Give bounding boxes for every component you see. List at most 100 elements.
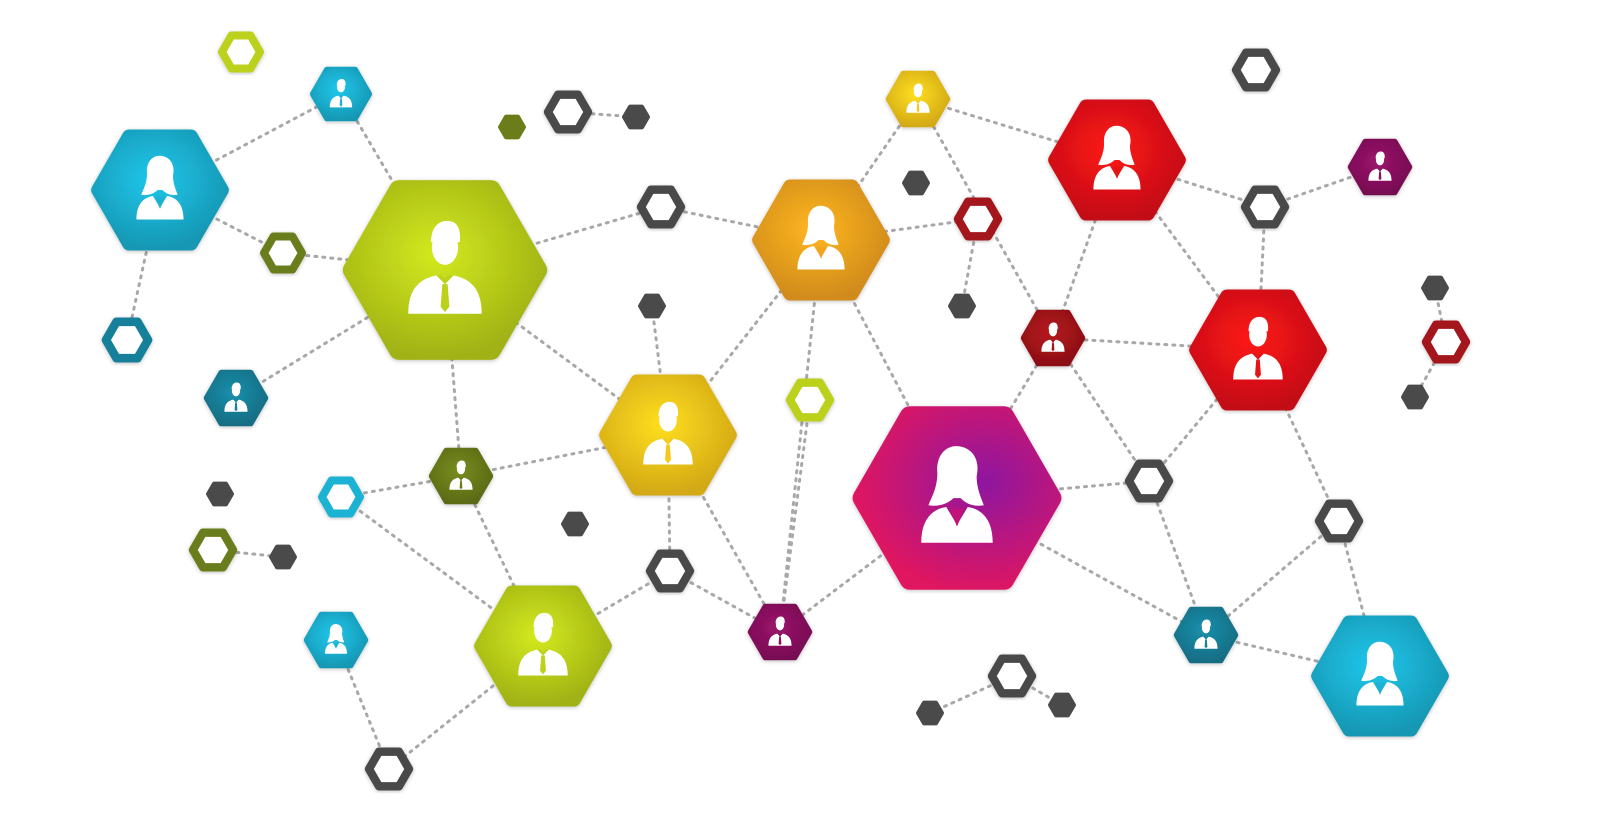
dot-hexagon	[561, 511, 589, 537]
teal-ring-left-node	[101, 317, 153, 363]
gray-dot-mid-node	[638, 293, 666, 319]
dot-hexagon	[1048, 692, 1076, 718]
dot-hexagon	[1401, 384, 1429, 410]
man-icon	[329, 79, 353, 108]
connection-line	[1337, 519, 1382, 678]
lime-ring-center-node	[785, 378, 835, 422]
yellow-man-center-node	[599, 374, 737, 496]
connection-line	[1204, 633, 1382, 678]
dot-hexagon	[916, 700, 944, 726]
ring-hexagon	[645, 549, 695, 593]
gray-ring-top-node	[543, 90, 593, 134]
cyan-woman-left-node	[91, 129, 229, 251]
olive-dot-top-node	[498, 114, 526, 140]
gray-ring-center-low-node	[645, 549, 695, 593]
woman-icon	[136, 155, 184, 220]
person-hexagon	[203, 369, 269, 427]
ring-hexagon	[318, 476, 364, 518]
cyan-woman-low-node	[303, 611, 369, 669]
woman-icon	[1356, 641, 1404, 706]
ring-hexagon	[364, 747, 414, 791]
gray-ring-bottom-2-node	[987, 654, 1037, 698]
cyan-ring-mid-node	[318, 476, 364, 518]
ring-hexagon	[1314, 499, 1364, 543]
connection-line	[443, 205, 663, 272]
gray-ring-top-right-node	[1231, 48, 1281, 92]
gray-dot-bottom-3-node	[1048, 692, 1076, 718]
man-icon	[906, 83, 930, 113]
ring-hexagon	[1421, 320, 1471, 364]
teal-man-left-node	[203, 369, 269, 427]
man-icon	[518, 612, 568, 676]
purple-man-right-node	[1347, 138, 1413, 196]
red-man-node	[1189, 289, 1327, 411]
darkred-man-node	[1020, 309, 1086, 367]
man-icon	[449, 460, 473, 490]
ring-hexagon	[1231, 48, 1281, 92]
gray-dot-left-low-node	[269, 544, 297, 570]
person-hexagon	[474, 585, 612, 707]
orange-woman-node	[752, 179, 890, 301]
olive-ring-low-node	[188, 528, 238, 572]
dot-hexagon	[948, 293, 976, 319]
lime-man-big-node	[342, 180, 548, 360]
man-icon	[768, 616, 792, 646]
dot-hexagon	[902, 170, 930, 196]
person-hexagon	[885, 70, 951, 128]
dot-hexagon	[498, 114, 526, 140]
gray-ring-right-node	[1240, 185, 1290, 229]
man-icon	[1368, 151, 1392, 181]
olive-ring-left-node	[260, 232, 306, 274]
woman-icon	[921, 446, 993, 543]
person-hexagon	[1020, 309, 1086, 367]
red-woman-node	[1048, 99, 1186, 221]
gray-ring-right-mid-node	[1124, 459, 1174, 503]
ring-hexagon	[218, 31, 264, 73]
darkred-ring-right-node	[1421, 320, 1471, 364]
gray-dot-far-right-node	[1401, 384, 1429, 410]
man-icon	[643, 401, 693, 465]
man-icon	[224, 382, 248, 412]
ring-hexagon	[188, 528, 238, 572]
ring-hexagon	[1124, 459, 1174, 503]
person-hexagon	[309, 66, 373, 122]
gray-dot-top-node	[622, 104, 650, 130]
teal-man-right-low-node	[1173, 606, 1239, 664]
gray-dot-center-node	[948, 293, 976, 319]
dot-hexagon	[622, 104, 650, 130]
gray-dot-center-top-node	[902, 170, 930, 196]
person-hexagon	[599, 374, 737, 496]
connection-line	[459, 474, 545, 648]
cyan-man-top-node	[309, 66, 373, 122]
dot-hexagon	[1421, 275, 1449, 301]
connection-line	[778, 496, 959, 634]
network-nodes	[91, 31, 1471, 791]
dot-hexagon	[206, 481, 234, 507]
man-icon	[1194, 619, 1218, 649]
person-hexagon	[1347, 138, 1413, 196]
ring-hexagon	[636, 185, 686, 229]
ring-hexagon	[1240, 185, 1290, 229]
person-hexagon	[428, 447, 494, 505]
man-icon	[1041, 322, 1065, 352]
connection-line	[916, 97, 1119, 162]
connection-line	[778, 238, 823, 634]
connection-line	[1204, 519, 1341, 637]
person-hexagon	[342, 180, 548, 360]
magenta-woman-big-node	[852, 406, 1062, 590]
woman-icon	[797, 205, 845, 270]
cyan-woman-right-node	[1311, 615, 1449, 737]
ring-hexagon	[101, 317, 153, 363]
gray-dot-left-node	[206, 481, 234, 507]
gray-dot-far-right-top-node	[1421, 275, 1449, 301]
yellow-man-top-node	[885, 70, 951, 128]
gray-dot-center-low-node	[561, 511, 589, 537]
connection-line	[778, 398, 812, 634]
gray-dot-bottom-1-node	[916, 700, 944, 726]
woman-icon	[1093, 125, 1141, 190]
darkred-ring-node	[953, 197, 1003, 241]
dot-hexagon	[269, 544, 297, 570]
ring-hexagon	[987, 654, 1037, 698]
ring-hexagon	[785, 378, 835, 422]
connection-line	[666, 433, 782, 634]
